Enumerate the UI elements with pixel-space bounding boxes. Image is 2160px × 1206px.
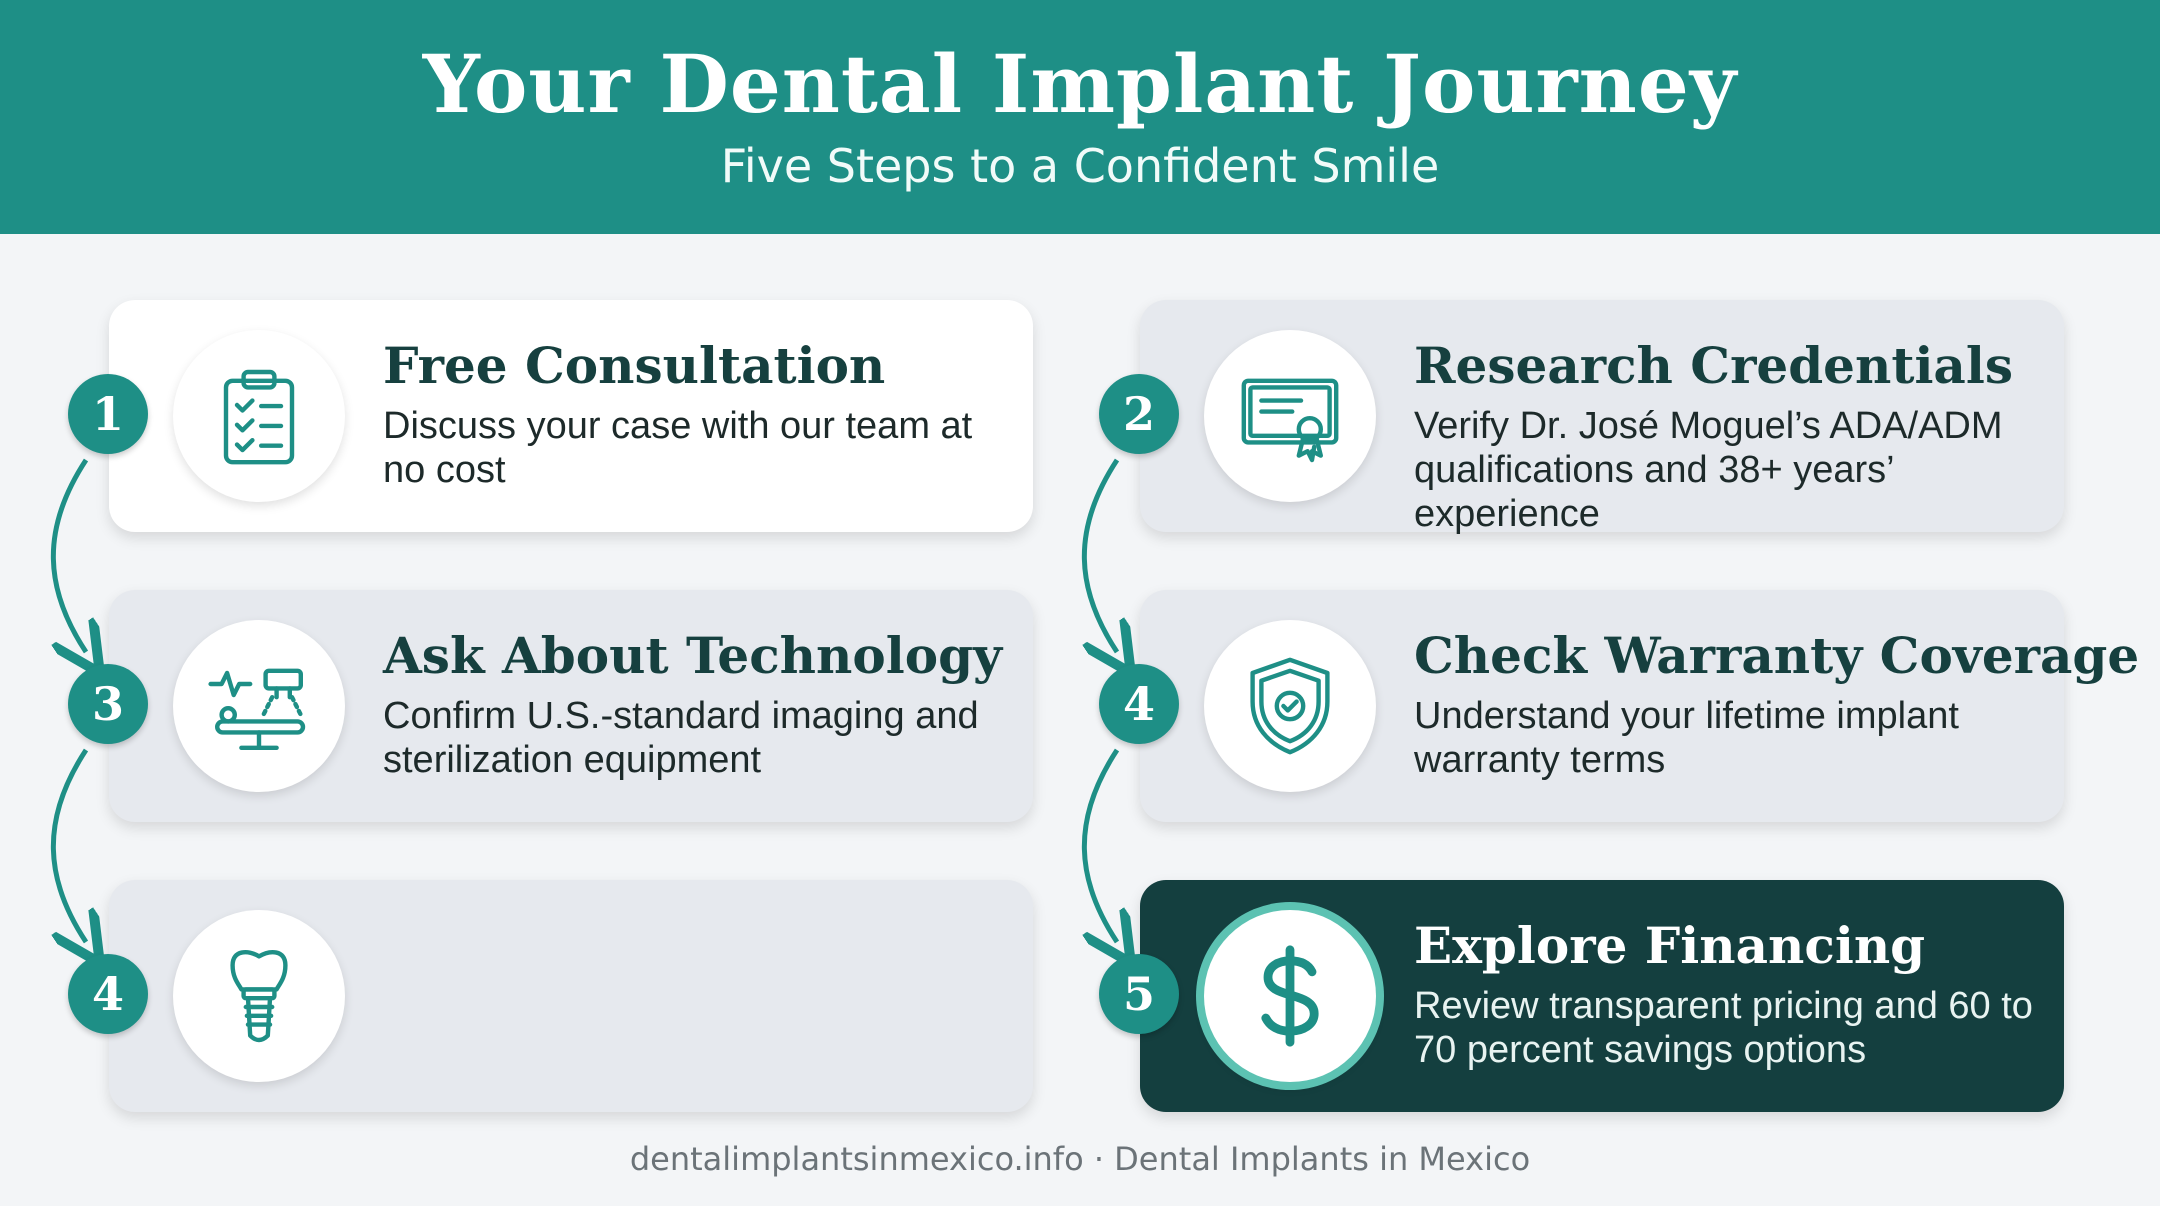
step-number-badge: 4 <box>68 954 148 1034</box>
step-number-badge: 2 <box>1099 374 1179 454</box>
step-description: Understand your lifetime implant warrant… <box>1414 695 1959 781</box>
step-description: Discuss your case with our team at no co… <box>383 405 973 491</box>
step-title: Research Credentials <box>1414 336 2013 395</box>
step-description: Confirm U.S.-standard imaging and steril… <box>383 695 979 781</box>
step-description: Verify Dr. José Moguel’s ADA/ADM qualifi… <box>1414 405 2003 535</box>
page-title: Your Dental Implant Journey <box>422 37 1738 131</box>
step-icon-circle <box>173 620 345 792</box>
header-banner: Your Dental Implant Journey Five Steps t… <box>0 0 2160 234</box>
step-card-research-credentials: Research Credentials Verify Dr. José Mog… <box>1140 300 2064 535</box>
step-card-implant <box>109 880 1033 1112</box>
step-icon-circle <box>1204 330 1376 502</box>
step-description: Review transparent pricing and 60 to 70 … <box>1414 985 2033 1071</box>
clipboard-checklist-icon <box>223 369 295 465</box>
connector-arrow <box>50 458 86 652</box>
dental-implant-icon <box>230 950 288 1043</box>
step-icon-circle <box>173 910 345 1082</box>
certificate-icon <box>1241 378 1339 463</box>
connector-arrow <box>1081 748 1117 942</box>
step-title: Explore Financing <box>1414 916 1926 975</box>
step-icon-circle <box>173 330 345 502</box>
step-number-badge: 4 <box>1099 664 1179 744</box>
connector-arrow <box>1081 458 1117 652</box>
step-icon-circle <box>1204 910 1376 1082</box>
shield-check-icon <box>1250 657 1330 755</box>
step-card-explore-financing: Explore Financing Review transparent pri… <box>1140 880 2064 1112</box>
connector-arrow <box>50 748 86 942</box>
step-title: Ask About Technology <box>383 626 1003 685</box>
step-card-ask-about-technology: Ask About Technology Confirm U.S.-standa… <box>109 590 1033 822</box>
imaging-equipment-icon <box>208 668 306 750</box>
step-icon-circle <box>1204 620 1376 792</box>
step-card-free-consultation: Free Consultation Discuss your case with… <box>109 300 1033 532</box>
step-card-check-warranty: Check Warranty Coverage Understand your … <box>1140 590 2139 822</box>
step-title: Check Warranty Coverage <box>1414 626 2140 685</box>
page-subtitle: Five Steps to a Confident Smile <box>720 139 1440 193</box>
step-number-badge: 5 <box>1099 954 1179 1034</box>
step-number-badge: 3 <box>68 664 148 744</box>
dollar-icon <box>1261 945 1319 1047</box>
footer-credit: dentalimplantsinmexico.info · Dental Imp… <box>629 1140 1531 1178</box>
step-title: Free Consultation <box>383 336 886 395</box>
step-number-badge: 1 <box>68 374 148 454</box>
